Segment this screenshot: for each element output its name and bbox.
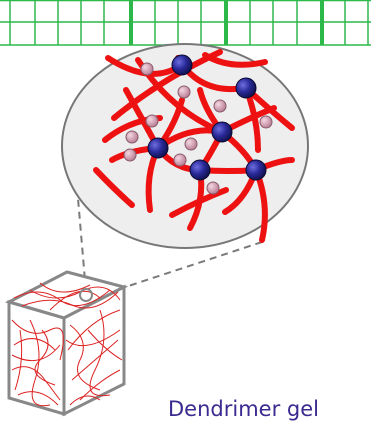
dendrimers bbox=[147, 54, 267, 181]
caption: Dendrimer gel bbox=[168, 397, 319, 421]
pink-sphere-icon bbox=[140, 62, 154, 76]
navy-sphere-icon bbox=[235, 77, 257, 99]
navy-sphere-icon bbox=[245, 159, 267, 181]
pink-sphere-icon bbox=[123, 148, 137, 162]
cube-right-face bbox=[62, 284, 126, 417]
navy-sphere-icon bbox=[189, 159, 211, 181]
cube-fibers bbox=[11, 282, 123, 407]
navy-sphere-icon bbox=[147, 137, 169, 159]
small-particles bbox=[123, 62, 273, 195]
pink-sphere-icon bbox=[177, 85, 191, 99]
pink-sphere-icon bbox=[213, 99, 227, 113]
pink-sphere-icon bbox=[184, 137, 198, 151]
pink-sphere-icon bbox=[173, 153, 187, 167]
pink-sphere-icon bbox=[206, 181, 220, 195]
pink-sphere-icon bbox=[125, 130, 139, 144]
gel-cube bbox=[4, 270, 129, 417]
top-grid bbox=[0, 0, 371, 46]
navy-sphere-icon bbox=[171, 54, 193, 76]
pink-sphere-icon bbox=[259, 115, 273, 129]
sample-region-marker bbox=[79, 288, 93, 302]
pink-sphere-icon bbox=[145, 114, 159, 128]
navy-sphere-icon bbox=[211, 121, 233, 143]
